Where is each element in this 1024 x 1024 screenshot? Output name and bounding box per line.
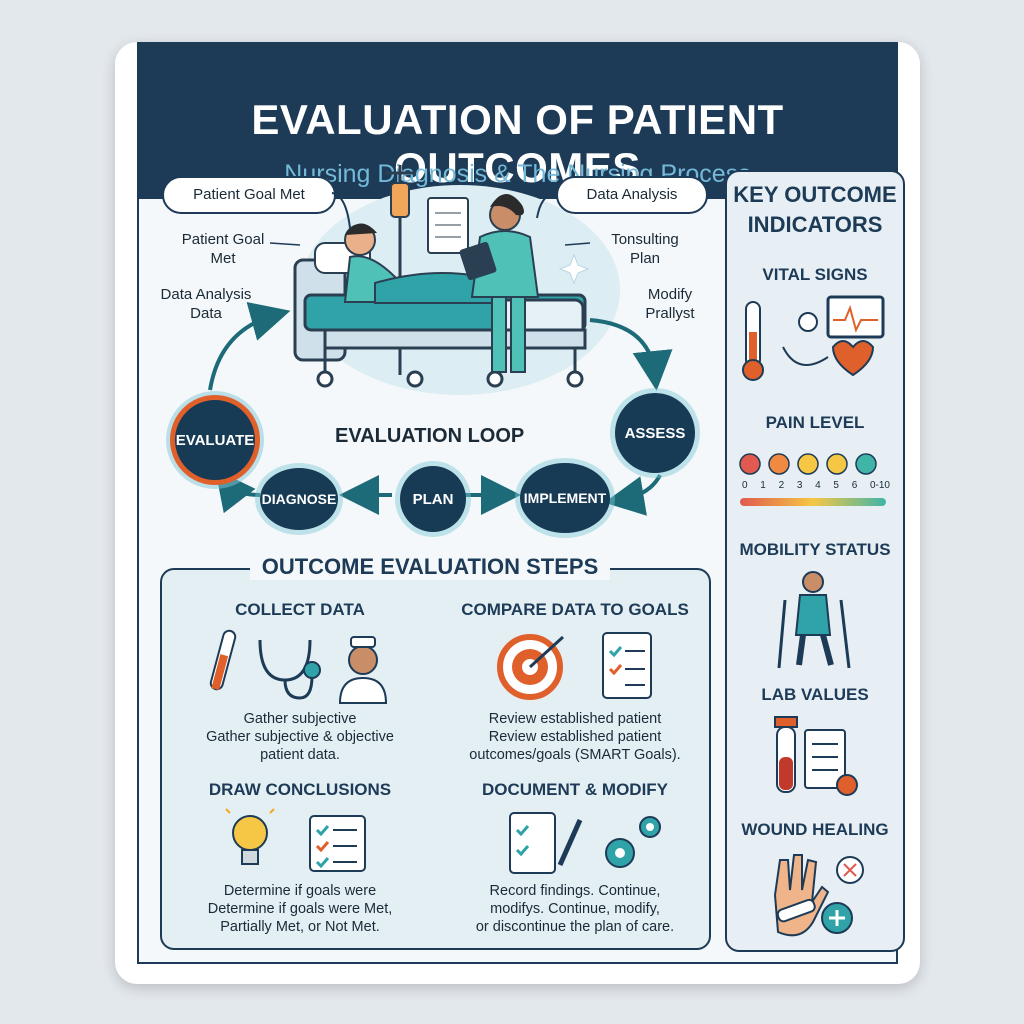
- hospital-bed-illustration: [293, 165, 590, 388]
- note-leaders: [269, 242, 591, 246]
- compare-goals-icons: [497, 632, 652, 700]
- nurse-avatar-icon: [338, 636, 388, 704]
- indicators-title: KEY OUTCOME INDICATORS: [733, 182, 897, 237]
- node-evaluate: EVALUATE: [170, 395, 260, 485]
- lightbulb-icon: [225, 808, 275, 865]
- pain-tick: 3: [796, 480, 803, 491]
- indicator-lab-values: LAB VALUES: [761, 685, 869, 704]
- pain-tick: 6: [851, 480, 858, 491]
- document-pen-icon: [509, 812, 583, 874]
- vital-signs-icon: [742, 295, 885, 381]
- checklist-icon: [602, 632, 652, 699]
- node-diagnose: DIAGNOSE: [260, 468, 338, 530]
- step-collect-heading: COLLECT DATA: [235, 600, 365, 619]
- pain-scale-ticks: 0 1 2 3 4 5 6 0-10: [742, 480, 890, 491]
- evaluation-loop-label: EVALUATION LOOP: [335, 425, 525, 447]
- note-patient-goal: Patient Goal Met: [181, 231, 265, 267]
- header-banner: EVALUATION OF PATIENT OUTCOMES Nursing D…: [137, 42, 898, 199]
- document-modify-icons: [509, 812, 661, 874]
- note-consulting-plan: Tonsulting Plan: [611, 231, 679, 267]
- step-document-text: Record findings. Continue, modifys. Cont…: [475, 883, 675, 935]
- node-implement: IMPLEMENT: [520, 463, 610, 533]
- outcome-steps-title: OUTCOME EVALUATION STEPS: [250, 554, 610, 580]
- step-draw-heading: DRAW CONCLUSIONS: [208, 780, 392, 799]
- node-assess: ASSESS: [615, 393, 695, 473]
- indicator-vital-signs: VITAL SIGNS: [762, 265, 868, 284]
- indicator-pain-level: PAIN LEVEL: [765, 413, 865, 432]
- pain-tick: 5: [833, 480, 839, 491]
- step-collect-text: Gather subjective Gather subjective & ob…: [206, 711, 394, 763]
- pill-patient-goal-met: Patient Goal Met: [162, 176, 336, 214]
- mobility-crutches-icon: [777, 571, 851, 669]
- pill-connectors: [331, 192, 556, 229]
- step-compare-heading: COMPARE DATA TO GOALS: [461, 600, 689, 619]
- note-modify: Modify Prallyst: [645, 286, 695, 322]
- pain-tick: 4: [815, 480, 821, 491]
- pain-tick: 1: [760, 480, 766, 491]
- step-compare-text: Review established patient Review establ…: [469, 711, 681, 763]
- thermometer-icon: [209, 629, 237, 691]
- pill-data-analysis: Data Analysis: [556, 176, 708, 214]
- pain-tick: 0: [742, 480, 748, 491]
- pain-scale-icon: [739, 453, 886, 506]
- step-document-heading: DOCUMENT & MODIFY: [481, 780, 669, 799]
- indicator-mobility: MOBILITY STATUS: [739, 540, 891, 559]
- step-draw-text: Determine if goals were Determine if goa…: [207, 883, 393, 935]
- target-icon: [497, 634, 565, 700]
- pain-tick: 2: [778, 480, 785, 491]
- pain-tick: 0-10: [869, 480, 890, 491]
- gears-icon: [605, 816, 661, 868]
- outcome-steps-panel: [160, 568, 711, 950]
- document-list-icon: [309, 815, 366, 872]
- node-plan: PLAN: [400, 466, 466, 532]
- evaluation-loop-arrows: [208, 302, 673, 516]
- lab-values-icon: [774, 716, 858, 796]
- note-data-analysis: Data Analysis Data: [160, 286, 252, 322]
- stethoscope-icon: [258, 639, 321, 700]
- draw-conclusions-icons: [225, 808, 366, 872]
- collect-data-icons: [209, 629, 388, 704]
- wound-healing-icon: [773, 854, 864, 937]
- indicator-wound-healing: WOUND HEALING: [741, 820, 889, 839]
